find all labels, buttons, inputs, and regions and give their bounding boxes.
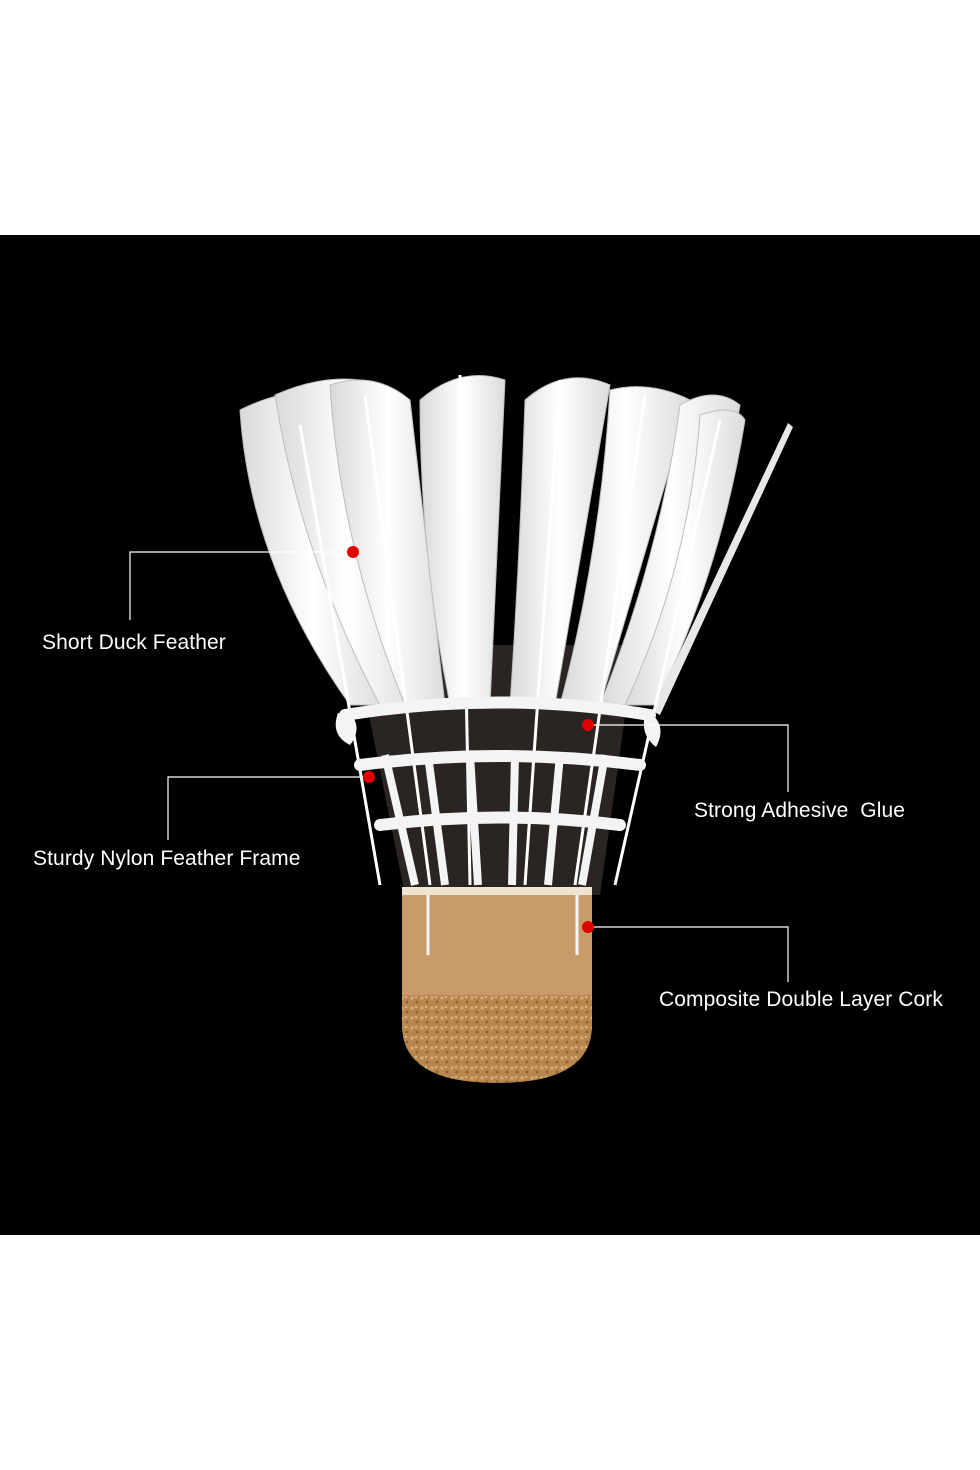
label-short-duck-feather: Short Duck Feather [42,631,226,654]
marker-cork [582,921,594,933]
marker-duck-feather [347,546,359,558]
marker-adhesive-glue [582,719,594,731]
skirt-stems [381,754,609,886]
diagram-panel: Short Duck Feather Sturdy Nylon Feather … [0,235,980,1235]
feathers [239,375,746,706]
label-strong-adhesive-glue: Strong Adhesive Glue [694,799,906,822]
shuttlecock-illustration [129,374,793,1083]
label-sturdy-nylon-frame: Sturdy Nylon Feather Frame [33,847,301,870]
frame-knot-left [335,713,357,745]
feather-shafts [298,374,722,886]
stray-quill [652,423,793,715]
cork [402,887,592,1083]
frame-knot-right [643,711,661,747]
marker-nylon-frame [363,771,375,783]
leader-lines [129,551,789,982]
label-composite-cork: Composite Double Layer Cork [659,988,943,1011]
